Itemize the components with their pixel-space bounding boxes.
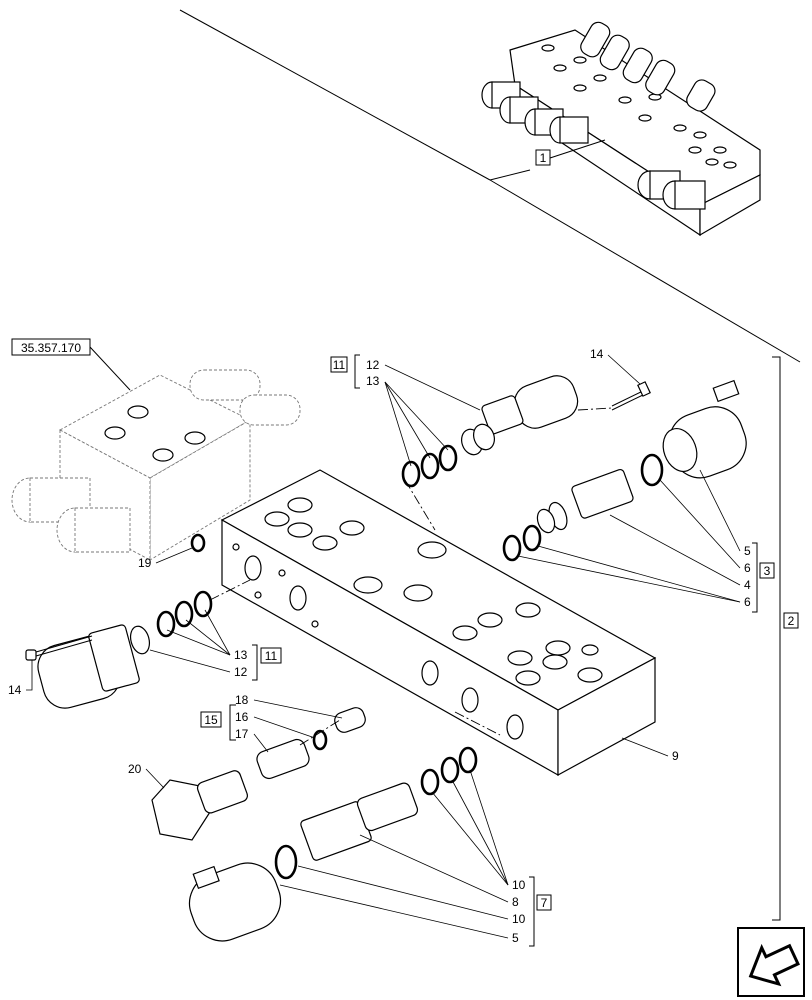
svg-text:4: 4 — [744, 578, 751, 592]
svg-text:35.357.170: 35.357.170 — [21, 341, 81, 355]
callout-group-2: 2 — [772, 356, 799, 921]
lower-coil-assembly — [188, 711, 501, 942]
group-label-assembly: 1 — [535, 139, 606, 166]
svg-text:19: 19 — [138, 556, 152, 570]
top-solenoid-valve — [401, 375, 651, 531]
callout-group-7: 10 8 10 5 7 — [279, 769, 552, 947]
callout-group-3: 5 6 4 6 3 — [517, 469, 775, 613]
ghost-valve-section — [11, 369, 301, 561]
callout-14-top: 14 — [590, 347, 641, 385]
svg-text:7: 7 — [541, 896, 548, 910]
overview-valve-assembly — [179, 9, 801, 363]
svg-text:20: 20 — [128, 762, 142, 776]
svg-text:17: 17 — [235, 727, 249, 741]
svg-text:3: 3 — [764, 564, 771, 578]
svg-text:13: 13 — [366, 374, 380, 388]
svg-text:13: 13 — [234, 648, 248, 662]
right-coil-assembly — [502, 379, 747, 562]
svg-text:8: 8 — [512, 895, 519, 909]
svg-text:14: 14 — [590, 347, 604, 361]
svg-text:9: 9 — [672, 749, 679, 763]
manifold-block — [220, 469, 657, 777]
callout-14-left: 14 — [8, 660, 33, 697]
svg-text:6: 6 — [744, 595, 751, 609]
svg-text:6: 6 — [744, 561, 751, 575]
svg-text:12: 12 — [366, 358, 380, 372]
navigation-arrow-icon[interactable] — [737, 927, 805, 997]
callout-group-11-top: 11 12 13 — [330, 354, 481, 467]
svg-text:2: 2 — [788, 614, 795, 628]
svg-text:11: 11 — [265, 649, 278, 663]
callout-20: 20 — [128, 762, 165, 789]
svg-text:10: 10 — [512, 878, 526, 892]
svg-text:5: 5 — [744, 544, 751, 558]
plug-assembly — [151, 707, 366, 841]
svg-text:11: 11 — [333, 358, 346, 372]
callout-19: 19 — [138, 547, 193, 570]
svg-text:14: 14 — [8, 683, 22, 697]
svg-text:12: 12 — [234, 665, 248, 679]
callout-9: 9 — [621, 737, 679, 763]
reference-code-box[interactable]: 35.357.170 — [11, 338, 131, 391]
svg-text:16: 16 — [235, 710, 249, 724]
svg-text:10: 10 — [512, 912, 526, 926]
callout-group-15: 15 18 16 17 — [200, 693, 343, 753]
svg-text:18: 18 — [235, 693, 249, 707]
o-ring-19 — [190, 533, 206, 553]
svg-text:15: 15 — [204, 713, 218, 727]
svg-text:5: 5 — [512, 931, 519, 945]
callout-group-11-left: 13 12 11 — [149, 609, 282, 681]
left-solenoid-valve — [25, 579, 251, 709]
svg-text:1: 1 — [540, 151, 547, 165]
